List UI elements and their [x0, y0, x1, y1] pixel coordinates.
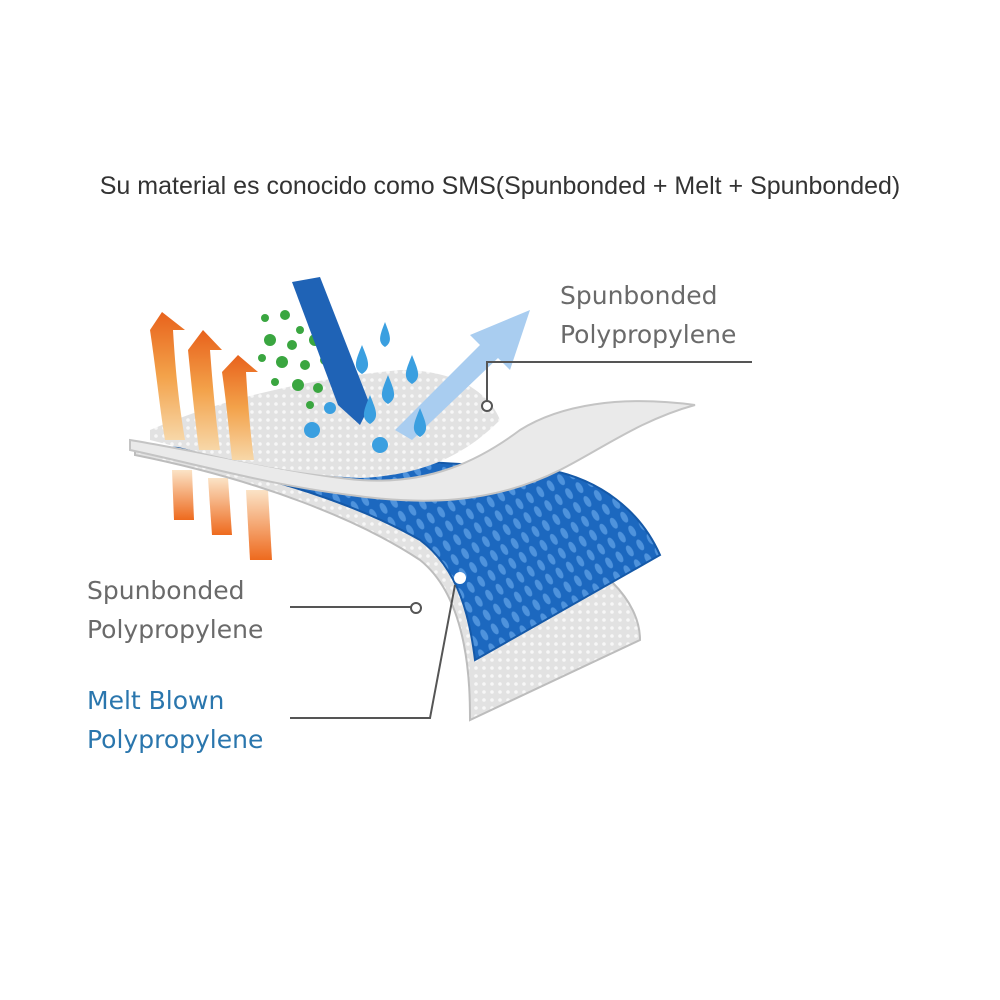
heat-arrows-upper: [150, 312, 258, 460]
leader-markers: [410, 400, 493, 614]
blocking-bar: [292, 277, 370, 425]
label-line: Polypropylene: [87, 725, 264, 754]
label-line: Spunbonded: [560, 281, 718, 310]
label-top-spunbonded: Spunbonded Polypropylene: [560, 276, 736, 354]
top-spunbonded-layer: [129, 400, 696, 502]
label-line: Melt Blown: [87, 686, 225, 715]
top-layer-leader: [486, 361, 752, 403]
label-line: Polypropylene: [560, 320, 737, 349]
water-drops: [304, 322, 427, 453]
leader-lines: [290, 361, 752, 719]
air-flow-arrow: [395, 310, 530, 440]
diagram-title: Su material es conocido como SMS(Spunbon…: [99, 172, 901, 200]
melt-layer-leader: [290, 584, 456, 719]
label-line: Spunbonded: [87, 576, 245, 605]
heat-arrows-lower: [172, 470, 272, 560]
label-line: Polypropylene: [87, 615, 264, 644]
label-bottom-spunbonded: Spunbonded Polypropylene: [87, 571, 263, 649]
label-melt-blown: Melt Blown Polypropylene: [87, 681, 263, 759]
